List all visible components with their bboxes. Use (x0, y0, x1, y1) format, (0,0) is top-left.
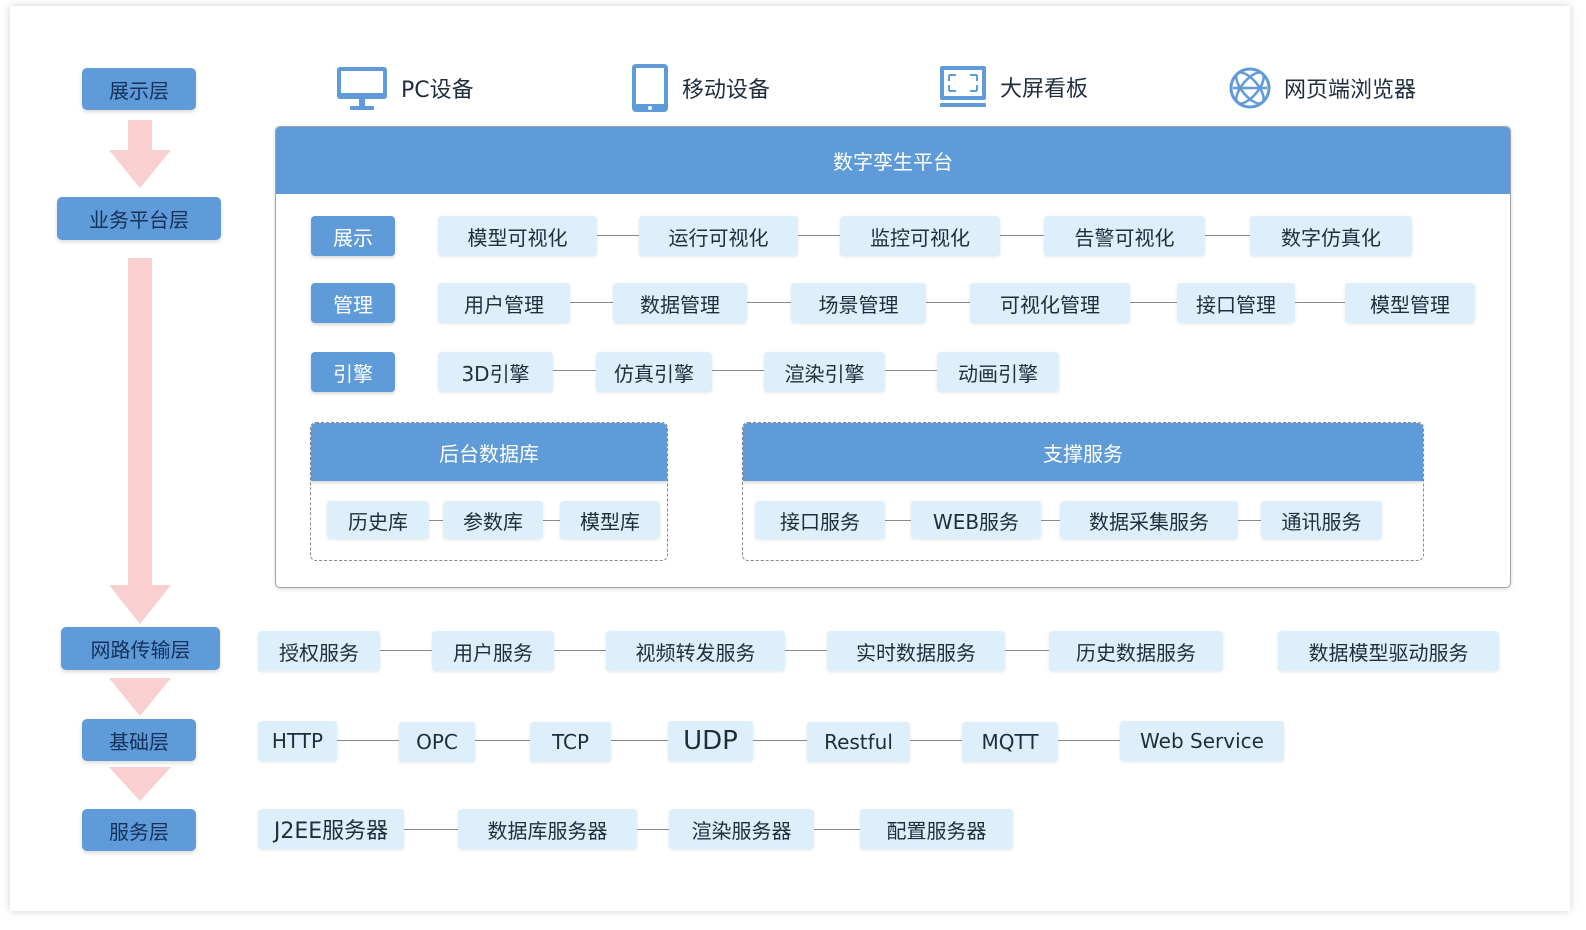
device-label: PC设备 (401, 78, 474, 103)
category-engine: 引擎 (311, 352, 395, 392)
item-auth-service: 授权服务 (258, 631, 380, 671)
support-group: 支撑服务 (742, 422, 1424, 561)
layer-display: 展示层 (82, 68, 196, 110)
connector (543, 520, 560, 521)
item-j2ee-server: J2EE服务器 (258, 809, 404, 849)
item-udp: UDP (668, 721, 753, 761)
item-db-server: 数据库服务器 (458, 809, 637, 849)
item-restful: Restful (807, 722, 910, 762)
item-scene-manage: 场景管理 (791, 283, 926, 323)
layer-business: 业务平台层 (57, 197, 221, 240)
connector (712, 370, 764, 371)
item-realtime-service: 实时数据服务 (827, 631, 1005, 671)
monitor-icon (337, 67, 387, 110)
connector (404, 829, 458, 830)
item-model-visual: 模型可视化 (438, 216, 597, 256)
connector (926, 302, 970, 303)
device-label: 网页端浏览器 (1284, 78, 1417, 103)
connector (814, 829, 860, 830)
connector (637, 829, 669, 830)
arrow-base-to-service (109, 767, 171, 801)
connector (910, 740, 962, 741)
layer-network: 网路传输层 (61, 627, 220, 670)
device-label: 大屏看板 (1000, 77, 1089, 102)
connector (475, 740, 530, 741)
device-pc: PC设备 (335, 64, 474, 112)
item-web-service-protocol: Web Service (1120, 721, 1284, 761)
item-monitor-visual: 监控可视化 (840, 216, 1000, 256)
connector (753, 740, 807, 741)
layer-base: 基础层 (82, 719, 196, 761)
globe-icon (1229, 67, 1271, 109)
connector (429, 520, 443, 521)
connector (380, 650, 432, 651)
item-model-db: 模型库 (560, 501, 660, 539)
device-bigscreen: 大屏看板 (938, 64, 1088, 110)
connector (553, 370, 596, 371)
item-comm-service: 通讯服务 (1261, 501, 1382, 539)
connector (1295, 302, 1345, 303)
connector (337, 740, 399, 741)
item-user-service: 用户服务 (432, 631, 554, 671)
connector (785, 650, 827, 651)
category-manage: 管理 (311, 283, 395, 323)
connector (1041, 520, 1060, 521)
device-browser: 网页端浏览器 (1228, 66, 1416, 110)
item-tcp: TCP (530, 722, 611, 762)
layer-arrows (109, 120, 171, 801)
connector (611, 740, 668, 741)
item-alarm-visual: 告警可视化 (1044, 216, 1205, 256)
item-visual-manage: 可视化管理 (970, 283, 1130, 323)
item-video-service: 视频转发服务 (606, 631, 785, 671)
item-sim-visual: 数字仿真化 (1250, 216, 1412, 256)
item-render-server: 渲染服务器 (669, 809, 814, 849)
device-mobile: 移动设备 (630, 62, 770, 114)
database-title: 后台数据库 (311, 423, 667, 481)
connector (1000, 235, 1044, 236)
item-mqtt: MQTT (962, 722, 1058, 762)
item-collect-service: 数据采集服务 (1060, 501, 1238, 539)
item-render-engine: 渲染引擎 (764, 352, 885, 392)
item-model-manage: 模型管理 (1345, 283, 1475, 323)
connector (1205, 235, 1250, 236)
connector (1130, 302, 1177, 303)
item-historydata-service: 历史数据服务 (1049, 631, 1223, 671)
connector (1005, 650, 1049, 651)
connector (597, 235, 639, 236)
connector (1058, 740, 1120, 741)
item-config-server: 配置服务器 (860, 809, 1013, 849)
item-anim-engine: 动画引擎 (937, 352, 1059, 392)
arrow-business-to-network (109, 258, 171, 624)
item-sim-engine: 仿真引擎 (596, 352, 712, 392)
item-api-manage: 接口管理 (1177, 283, 1295, 323)
connector (798, 235, 840, 236)
platform-title: 数字孪生平台 (276, 127, 1510, 194)
layer-service: 服务层 (82, 809, 196, 851)
connector (1238, 520, 1261, 521)
item-api-service: 接口服务 (755, 501, 885, 539)
arrow-network-to-base (109, 678, 171, 716)
big-screen-icon (940, 66, 986, 107)
category-display: 展示 (311, 216, 395, 256)
connector (554, 650, 606, 651)
item-user-manage: 用户管理 (438, 283, 570, 323)
item-http: HTTP (258, 721, 337, 761)
connector (570, 302, 613, 303)
support-title: 支撑服务 (743, 423, 1423, 481)
connector (747, 302, 791, 303)
item-data-manage: 数据管理 (613, 283, 747, 323)
connector (885, 520, 911, 521)
item-param-db: 参数库 (443, 501, 543, 539)
item-history-db: 历史库 (327, 501, 429, 539)
item-model-drive-service: 数据模型驱动服务 (1278, 631, 1499, 671)
item-opc: OPC (399, 722, 475, 762)
arrow-display-to-business (109, 120, 171, 188)
tablet-icon (632, 64, 668, 112)
item-web-service: WEB服务 (911, 501, 1041, 539)
connector (885, 370, 937, 371)
device-label: 移动设备 (682, 78, 771, 103)
item-run-visual: 运行可视化 (639, 216, 798, 256)
item-3d-engine: 3D引擎 (438, 352, 553, 392)
database-group: 后台数据库 (310, 422, 668, 561)
